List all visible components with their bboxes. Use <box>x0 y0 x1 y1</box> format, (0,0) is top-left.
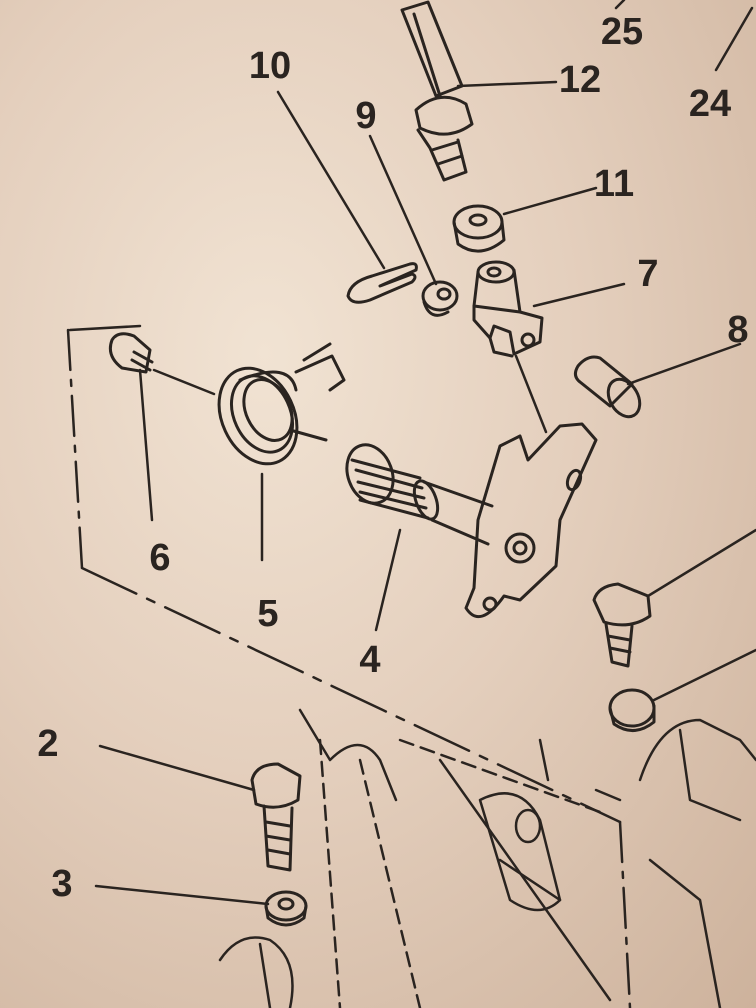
callout-24: 24 <box>688 83 732 125</box>
callout-8: 8 <box>727 309 749 351</box>
callout-5: 5 <box>257 593 279 635</box>
part-11-nut <box>452 204 506 253</box>
callout-2: 2 <box>37 723 59 765</box>
callout-6: 6 <box>149 537 171 579</box>
right-bolt-and-washer <box>592 582 656 732</box>
part-5-spring <box>217 342 346 466</box>
callout-10: 10 <box>248 45 292 87</box>
part-3-washer <box>264 890 308 927</box>
assembly-boundary-lines <box>66 324 632 1008</box>
base-housing <box>218 708 756 1008</box>
callout-9: 9 <box>355 95 377 137</box>
part-8-pin <box>573 355 642 419</box>
part-9-washer <box>421 280 459 317</box>
leader-lines <box>94 0 756 906</box>
part-12-bolt <box>400 0 474 182</box>
part-2-bolt <box>250 762 302 872</box>
callout-25: 25 <box>600 11 644 53</box>
callout-4: 4 <box>359 639 381 681</box>
part-6-screw <box>108 332 154 374</box>
callout-12: 12 <box>558 59 602 101</box>
callout-11: 11 <box>593 163 635 205</box>
callout-3: 3 <box>51 863 73 905</box>
part-10-cotter-pin <box>346 262 418 304</box>
part-7-clevis <box>472 260 544 358</box>
callout-7: 7 <box>637 253 659 295</box>
part-4-shaft-lever <box>345 422 598 619</box>
